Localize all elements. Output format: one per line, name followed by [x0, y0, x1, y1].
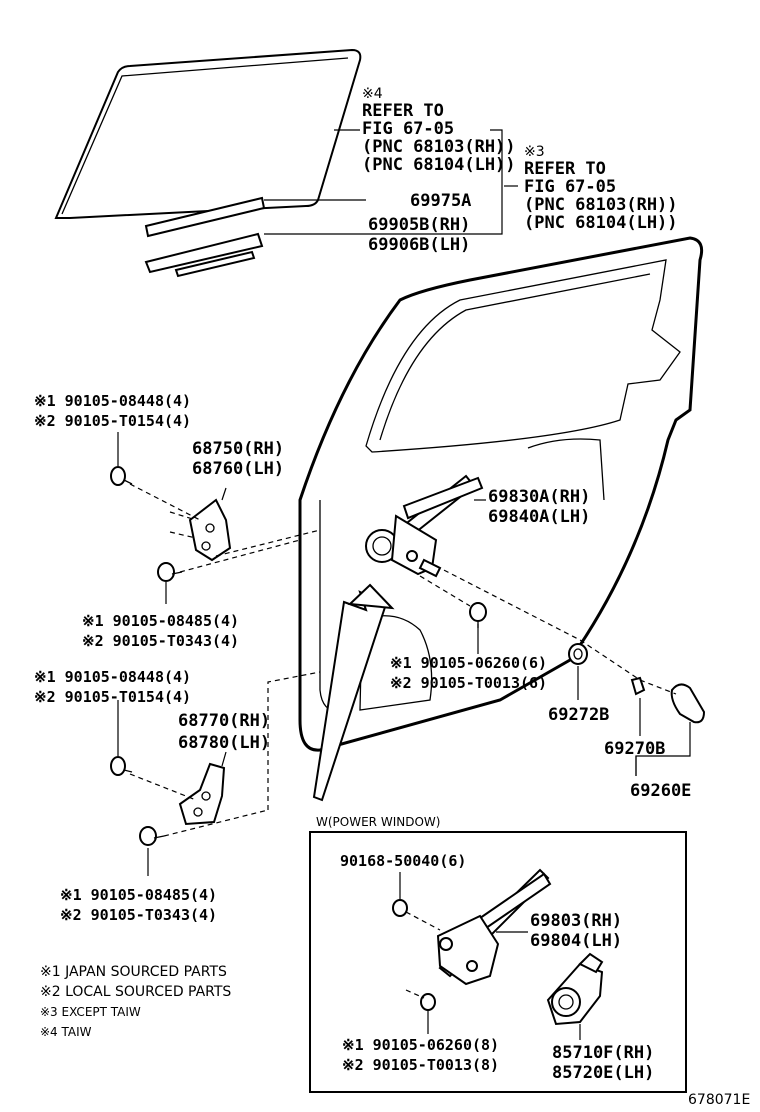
cover-69260e [670, 683, 706, 724]
label-bolt-a1: ※1 90105-08448(4) [34, 392, 191, 410]
window-motor [546, 952, 604, 1026]
grommet-69272b [568, 643, 588, 665]
label-bolt-c1: ※1 90105-06260(6) [390, 654, 547, 672]
bolt-upper-hinge-b [157, 562, 183, 582]
inset-title: W(POWER WINDOW) [316, 815, 440, 829]
label-69830a: 69830A(RH) [488, 487, 590, 507]
ref-a-mark: ※4 [362, 86, 383, 102]
label-68750: 68750(RH) [192, 439, 284, 459]
ref-b-mark: ※3 [524, 144, 545, 160]
assembly-lines [129, 483, 677, 837]
legend: ※1 JAPAN SOURCED PARTS ※2 LOCAL SOURCED … [40, 964, 231, 1039]
window-regulator [365, 474, 484, 578]
label-bolt-a2: ※2 90105-T0154(4) [34, 412, 191, 430]
label-bolt-b1: ※1 90105-08485(4) [82, 612, 239, 630]
ref-b-line1: REFER TO [524, 159, 606, 179]
label-69803: 69803(RH) [530, 911, 622, 931]
lower-door-hinge [178, 762, 226, 826]
label-68770: 68770(RH) [178, 711, 270, 731]
ref-a-line1: REFER TO [362, 101, 444, 121]
label-69270b: 69270B [604, 739, 665, 759]
upper-door-hinge [169, 498, 232, 562]
label-68780: 68780(LH) [178, 733, 270, 753]
label-69804: 69804(LH) [530, 931, 622, 951]
label-bolt-e1: ※1 90105-08485(4) [60, 886, 217, 904]
glass-run-channel-lower [144, 232, 264, 278]
assembly-arrow [312, 583, 395, 802]
label-69840a: 69840A(LH) [488, 507, 590, 527]
label-69905b: 69905B(RH) [368, 215, 470, 235]
bolt-lower-hinge-a [110, 756, 133, 776]
legend-item: ※2 LOCAL SOURCED PARTS [40, 984, 231, 1000]
label-bolt-f1: ※1 90105-06260(8) [342, 1036, 499, 1054]
ref-b-line4: (PNC 68104(LH)) [524, 213, 678, 233]
bolt-lower-hinge-b [139, 826, 165, 846]
door-glass [54, 48, 362, 219]
label-69975a: 69975A [410, 191, 471, 211]
label-bolt-f2: ※2 90105-T0013(8) [342, 1056, 499, 1074]
screw-90168 [392, 899, 408, 917]
ref-a-line3: (PNC 68103(RH)) [362, 137, 516, 157]
label-bolt-d2: ※2 90105-T0154(4) [34, 688, 191, 706]
legend-item: ※3 EXCEPT TAIW [40, 1005, 141, 1019]
label-bolt-b2: ※2 90105-T0343(4) [82, 632, 239, 650]
label-69260e: 69260E [630, 781, 691, 801]
power-window-inset: 90168-50040(6) 69803(RH) 69804(LH) ※1 90… [309, 831, 687, 1093]
label-bolt-e2: ※2 90105-T0343(4) [60, 906, 217, 924]
legend-item: ※1 JAPAN SOURCED PARTS [40, 964, 227, 980]
label-69272b: 69272B [548, 705, 609, 725]
clip-69270b [630, 676, 646, 696]
screw-inset-bolt [420, 993, 436, 1011]
glass-run-channel-upper [144, 196, 266, 238]
ref-a-line2: FIG 67-05 [362, 119, 454, 139]
inset-regulator-base [436, 914, 500, 986]
label-bolt-d1: ※1 90105-08448(4) [34, 668, 191, 686]
label-68760: 68760(LH) [192, 459, 284, 479]
figure-id: 678071E [688, 1092, 750, 1108]
leader-lines [117, 129, 691, 876]
label-85720e: 85720E(LH) [552, 1063, 654, 1083]
label-69906b: 69906B(LH) [368, 235, 470, 255]
legend-item: ※4 TAIW [40, 1025, 92, 1039]
ref-a-line4: (PNC 68104(LH)) [362, 155, 516, 175]
rear-door-frame [298, 236, 704, 752]
bolt-upper-hinge-a [110, 466, 133, 486]
ref-b-line2: FIG 67-05 [524, 177, 616, 197]
label-90168: 90168-50040(6) [340, 852, 466, 870]
ref-b-line3: (PNC 68103(RH)) [524, 195, 678, 215]
label-bolt-c2: ※2 90105-T0013(6) [390, 674, 547, 692]
label-85710f: 85710F(RH) [552, 1043, 654, 1063]
